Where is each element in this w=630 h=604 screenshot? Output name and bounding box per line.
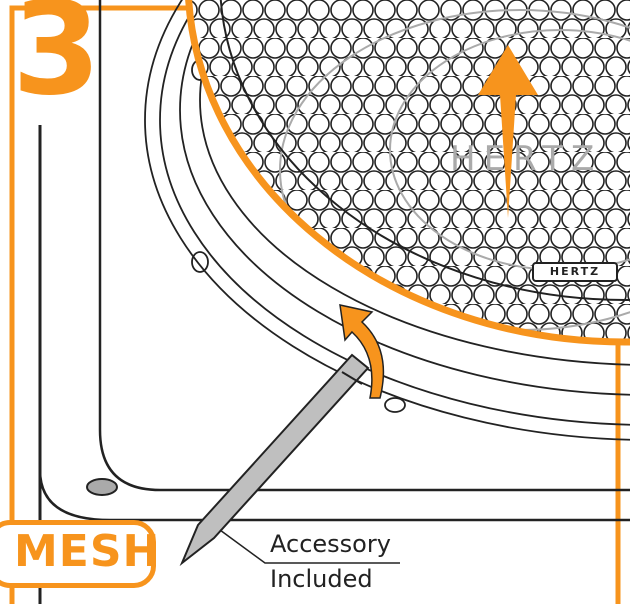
speaker-rings: [144, 0, 630, 441]
screwdriver-icon: [179, 353, 370, 567]
box-outline: [38, 469, 630, 522]
grille-logo-watermark: HERTZ: [450, 139, 602, 179]
grille-rim: [185, 0, 630, 346]
callout-line1: Accessory: [270, 530, 391, 558]
screw: [86, 478, 118, 496]
mesh-label: MESH: [14, 526, 161, 577]
arrow-up-icon: [478, 45, 538, 218]
callout-leader: [219, 529, 400, 564]
mesh-badge: [0, 520, 156, 588]
baffle: [98, 0, 630, 492]
brand-label: HERTZ: [532, 262, 618, 282]
step-number: 3: [12, 0, 102, 124]
curved-arrow-icon: [339, 304, 385, 399]
callout-line2: Included: [270, 565, 373, 593]
